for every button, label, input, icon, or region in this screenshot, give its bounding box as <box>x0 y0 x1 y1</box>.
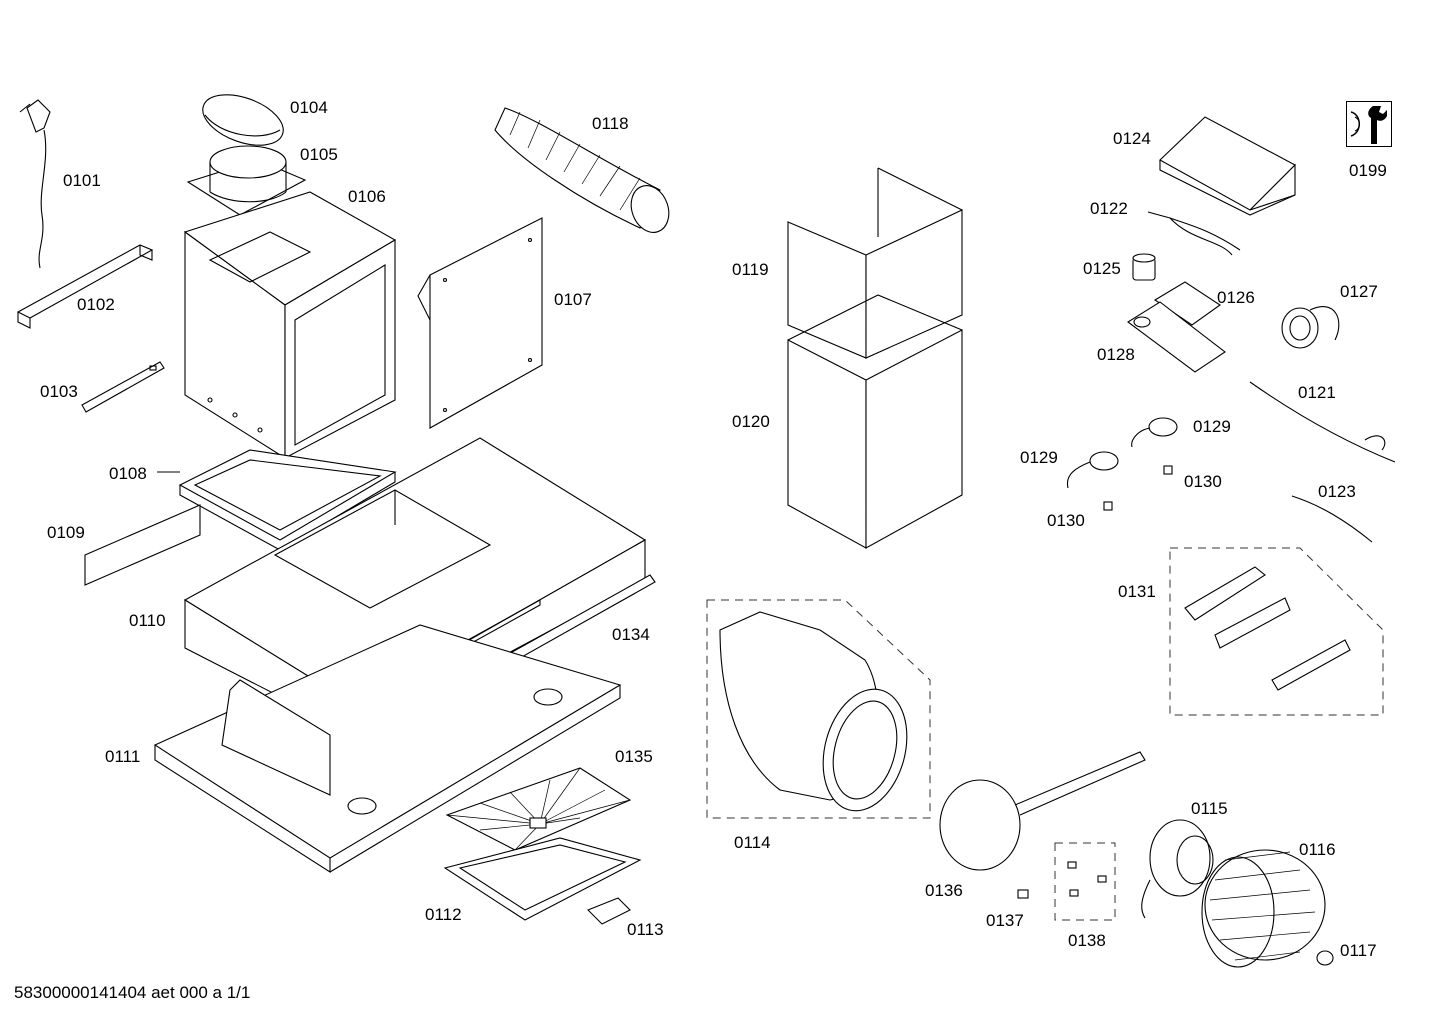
upper-chimney-part <box>787 167 963 359</box>
wrench-icon <box>1346 101 1392 147</box>
part-label-0123: 0123 <box>1318 482 1356 501</box>
part-label-0130-right: 0130 <box>1184 472 1222 491</box>
part-label-0111: 0111 <box>105 747 141 766</box>
part-label-0101: 0101 <box>63 171 101 190</box>
capacitor-part <box>1132 253 1156 281</box>
part-label-0122: 0122 <box>1090 199 1128 218</box>
part-label-0112: 0112 <box>425 905 462 924</box>
impeller-nut-part <box>1316 950 1334 966</box>
filter-frame-part <box>443 837 642 921</box>
base-plate-part <box>153 624 622 874</box>
part-label-0118: 0118 <box>592 114 629 133</box>
part-label-0135: 0135 <box>615 747 653 766</box>
filter-handle-part <box>587 897 631 925</box>
air-outlet-flap-part <box>202 94 284 146</box>
fan-impeller-part <box>1201 849 1326 968</box>
clips-part <box>1017 842 1116 921</box>
fan-motor-part <box>1141 819 1214 919</box>
mounting-bracket-part <box>16 244 154 329</box>
small-plate-part <box>81 361 165 413</box>
part-label-0110: 0110 <box>129 611 166 630</box>
control-board-part <box>1127 281 1226 373</box>
part-label-0104: 0104 <box>290 98 328 117</box>
lower-chimney-part <box>787 294 963 549</box>
part-label-0109: 0109 <box>47 523 85 542</box>
part-label-0115: 0115 <box>1191 799 1228 818</box>
frame-part <box>178 449 397 551</box>
part-label-0129-right: 0129 <box>1193 417 1231 436</box>
part-label-0102: 0102 <box>77 295 115 314</box>
part-label-0106: 0106 <box>348 187 386 206</box>
part-label-0131: 0131 <box>1118 582 1156 601</box>
halogen-lamp-part <box>1066 417 1178 511</box>
document-code: 58300000141404 aet 000 a 1/1 <box>14 983 251 1002</box>
part-label-0128: 0128 <box>1097 345 1135 364</box>
part-label-0107: 0107 <box>554 290 592 309</box>
part-label-0121: 0121 <box>1298 383 1336 402</box>
part-label-0116: 0116 <box>1299 840 1336 859</box>
outlet-flange-part <box>186 145 307 216</box>
motor-bracket-part <box>939 751 1146 871</box>
blower-housing-part <box>706 599 931 819</box>
part-label-0117: 0117 <box>1340 941 1377 960</box>
part-label-0134: 0134 <box>612 625 650 644</box>
grease-filter-mesh-part <box>445 767 632 851</box>
part-label-0113: 0113 <box>627 920 664 939</box>
part-label-0126: 0126 <box>1217 288 1255 307</box>
small-motor-part <box>1281 306 1340 349</box>
flexible-duct-part <box>494 107 670 233</box>
part-label-0114: 0114 <box>734 833 771 852</box>
part-label-0125: 0125 <box>1083 259 1121 278</box>
part-label-0130-left: 0130 <box>1047 511 1085 530</box>
part-label-0137: 0137 <box>986 911 1024 930</box>
part-label-0108: 0108 <box>109 464 147 483</box>
part-label-0105: 0105 <box>300 145 338 164</box>
switch-panel-group-part <box>1169 547 1384 716</box>
part-label-0120: 0120 <box>732 412 770 431</box>
part-label-0199: 0199 <box>1349 161 1387 180</box>
cable-part <box>1249 381 1396 463</box>
part-label-0127: 0127 <box>1340 282 1378 301</box>
part-label-0129-left: 0129 <box>1020 448 1058 467</box>
filter-strip-part <box>84 504 201 586</box>
control-box-part <box>1159 116 1296 216</box>
part-label-0138: 0138 <box>1068 931 1106 950</box>
part-label-0124: 0124 <box>1113 129 1151 148</box>
rear-panel-part <box>417 217 543 429</box>
part-label-0136: 0136 <box>925 881 963 900</box>
fan-housing-box-part <box>183 191 397 459</box>
wire-part <box>1291 495 1373 543</box>
power-cord-part <box>19 99 51 269</box>
wiring-harness-part <box>1147 211 1241 256</box>
part-label-0103: 0103 <box>40 382 78 401</box>
part-label-0119: 0119 <box>732 260 769 279</box>
